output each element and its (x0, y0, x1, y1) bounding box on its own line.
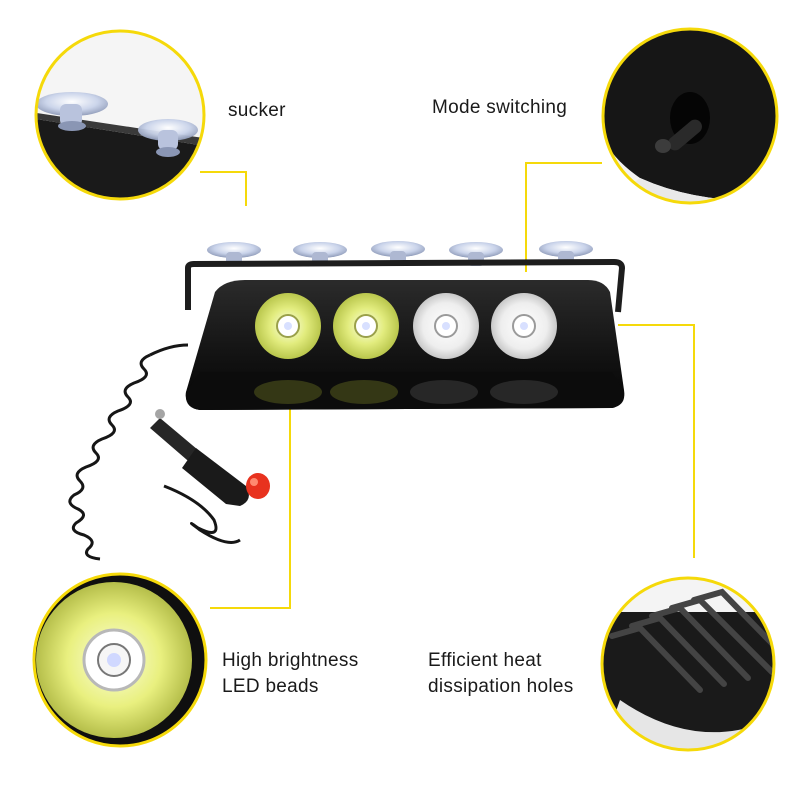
heat-leader-line (618, 324, 695, 558)
light-bar-product (68, 241, 626, 561)
heat-fins-icon (609, 588, 774, 693)
suction-cup-icon (138, 119, 198, 157)
coiled-cable (68, 343, 241, 561)
mode-leader-line (525, 162, 602, 272)
led-yellow-1-icon (255, 293, 321, 359)
led-beads-label-line2: LED beads (222, 676, 319, 697)
mode-switching-label-text: Mode switching (432, 97, 568, 118)
sucker-label: sucker (228, 98, 286, 124)
sucker-label-text: sucker (228, 100, 286, 121)
heat-dissipation-label: Efficient heat dissipation holes (428, 648, 574, 700)
toggle-switch-icon (655, 119, 702, 153)
led-white-1-icon (413, 293, 479, 359)
heat-dissipation-label-line1: Efficient heat (428, 650, 542, 671)
heat-dissipation-detail-circle (600, 576, 776, 752)
cigarette-plug-icon (150, 409, 270, 506)
led-leader-line (210, 372, 291, 609)
led-yellow-2-icon (333, 293, 399, 359)
mounting-bracket (185, 258, 626, 313)
led-beads-label-line1: High brightness (222, 650, 359, 671)
sucker-detail-circle (34, 29, 206, 201)
mode-switching-label: Mode switching (432, 95, 567, 121)
sucker-leader-line (200, 171, 247, 206)
mode-switch-detail-circle (601, 27, 779, 205)
heat-dissipation-label-line2: dissipation holes (428, 676, 574, 697)
led-white-2-icon (491, 293, 557, 359)
led-bead-detail-circle (32, 572, 208, 748)
suction-cup-icon (36, 92, 108, 131)
led-beads-label: High brightness LED beads (222, 648, 359, 700)
led-chip-icon (107, 653, 121, 667)
leader-lines (200, 162, 695, 609)
